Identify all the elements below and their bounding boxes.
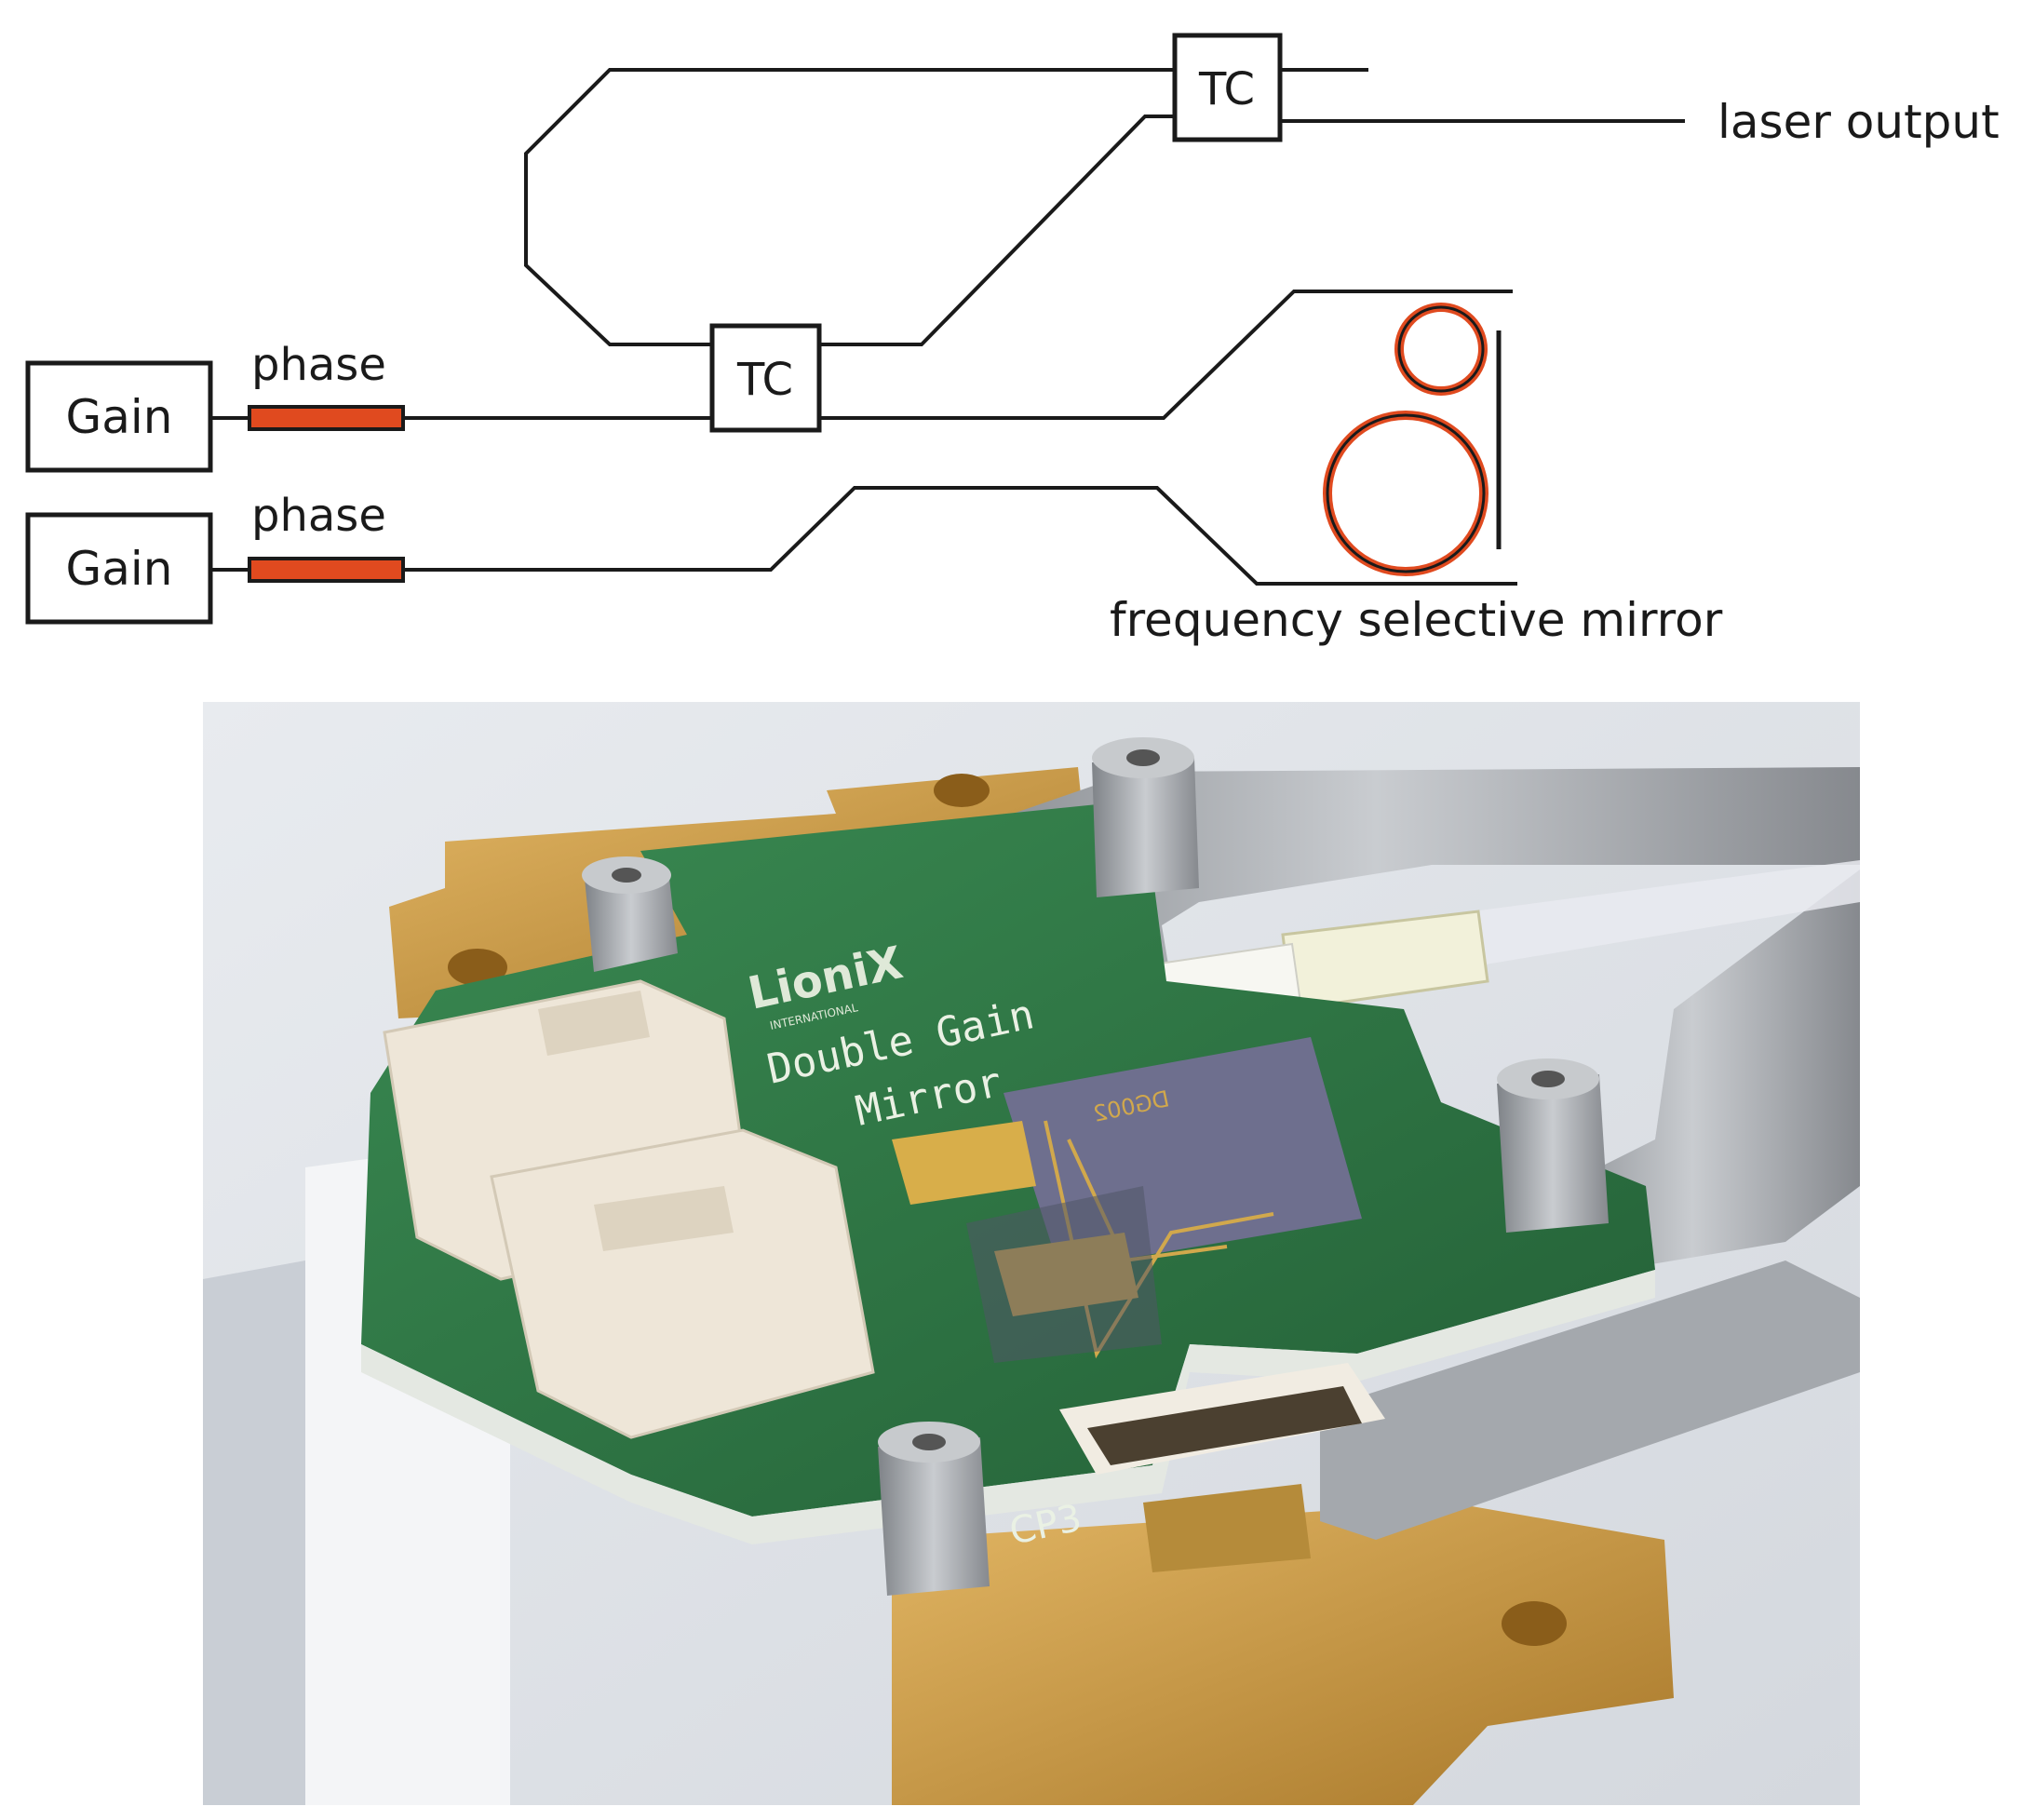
pcb-edge xyxy=(361,1270,1655,1544)
gain-chip-top xyxy=(892,1121,1036,1205)
phase-section-top xyxy=(248,405,405,431)
flex-connector-pins xyxy=(1143,1484,1311,1572)
gold-carrier-bottom xyxy=(892,1503,1674,1805)
gold-screw-hole-left xyxy=(448,949,507,986)
device-photo: LioniX INTERNATIONAL Double Gain Mirror … xyxy=(203,702,1860,1805)
phase-section-bottom xyxy=(248,557,405,583)
loop-waveguide-left xyxy=(524,68,1175,346)
gain-block-top xyxy=(25,360,213,473)
connector-latch-1 xyxy=(538,991,650,1056)
mirror-label: frequency selective mirror xyxy=(1110,593,1723,647)
ring-resonator-large-core xyxy=(1326,413,1486,573)
hex-standoff-4 xyxy=(878,1422,990,1596)
gold-screw-hole-right xyxy=(1502,1601,1567,1646)
tc-block-middle xyxy=(709,323,822,433)
connector-latch-2 xyxy=(594,1186,734,1251)
laser-diagram: Gain Gain phase phase TC TC laser output… xyxy=(25,33,2000,647)
tc-label-middle: TC xyxy=(736,354,793,406)
tc-label-top: TC xyxy=(1198,63,1255,115)
phase-label-top: phase xyxy=(251,339,386,391)
chip-cavity xyxy=(966,1186,1162,1363)
loop-waveguide-right xyxy=(819,115,1175,346)
gain-block-bottom xyxy=(25,512,213,625)
steel-base-plate xyxy=(1320,1261,1860,1540)
gain-label-top: Gain xyxy=(66,390,173,444)
acrylic-stand-side xyxy=(203,1261,305,1805)
tc-block-top xyxy=(1172,33,1283,142)
gain-label-bottom: Gain xyxy=(66,542,173,596)
waveguide-bottom-to-mirror xyxy=(403,486,1517,586)
ring-resonator-small-core xyxy=(1397,305,1485,393)
flex-connector-contacts xyxy=(1087,1386,1362,1465)
gold-screw-hole-top xyxy=(934,774,990,807)
hex-standoff-2 xyxy=(1092,737,1199,897)
laser-output-label: laser output xyxy=(1717,95,2000,149)
fiber-bundle xyxy=(1367,860,1860,981)
waveguide-top-to-mirror xyxy=(819,290,1513,420)
hex-standoff-3 xyxy=(1497,1058,1609,1233)
hex-standoff-1 xyxy=(582,856,678,972)
phase-label-bottom: phase xyxy=(251,490,386,542)
electrical-connector-2 xyxy=(490,1128,875,1439)
